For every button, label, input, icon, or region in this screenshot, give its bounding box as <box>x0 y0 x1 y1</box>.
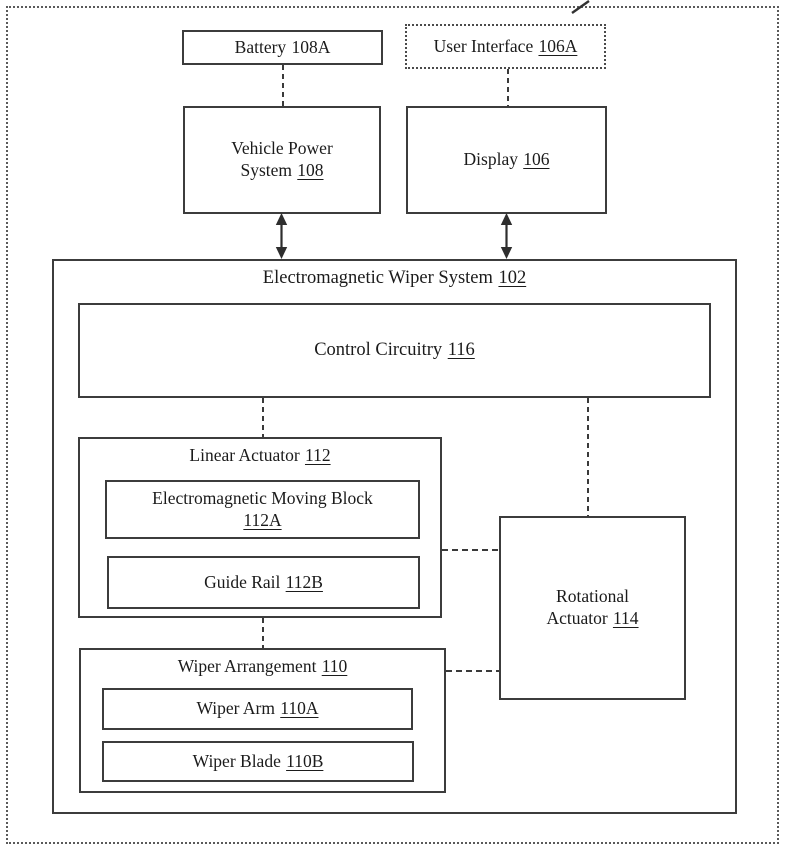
connector-cc-linear-actuator <box>262 398 264 437</box>
electromagnetic-moving-block-box: Electromagnetic Moving Block 112A <box>105 480 420 539</box>
connector-linear-actuator-wiper-arrangement <box>262 618 264 648</box>
electromagnetic-moving-block-label: Electromagnetic Moving Block 112A <box>152 487 373 530</box>
connector-cc-rotational-actuator <box>587 398 589 516</box>
connector-wiper-arrangement-rotational-actuator <box>446 670 499 672</box>
leader-slash-mark <box>571 0 590 14</box>
connector-ui-display <box>507 69 509 106</box>
connector-battery-vps <box>282 65 284 106</box>
figure-outer-frame <box>6 6 779 844</box>
connector-linear-actuator-rotational-actuator <box>442 549 499 551</box>
double-arrow-vps-ews <box>275 213 288 259</box>
double-arrow-display-ews <box>500 213 513 259</box>
